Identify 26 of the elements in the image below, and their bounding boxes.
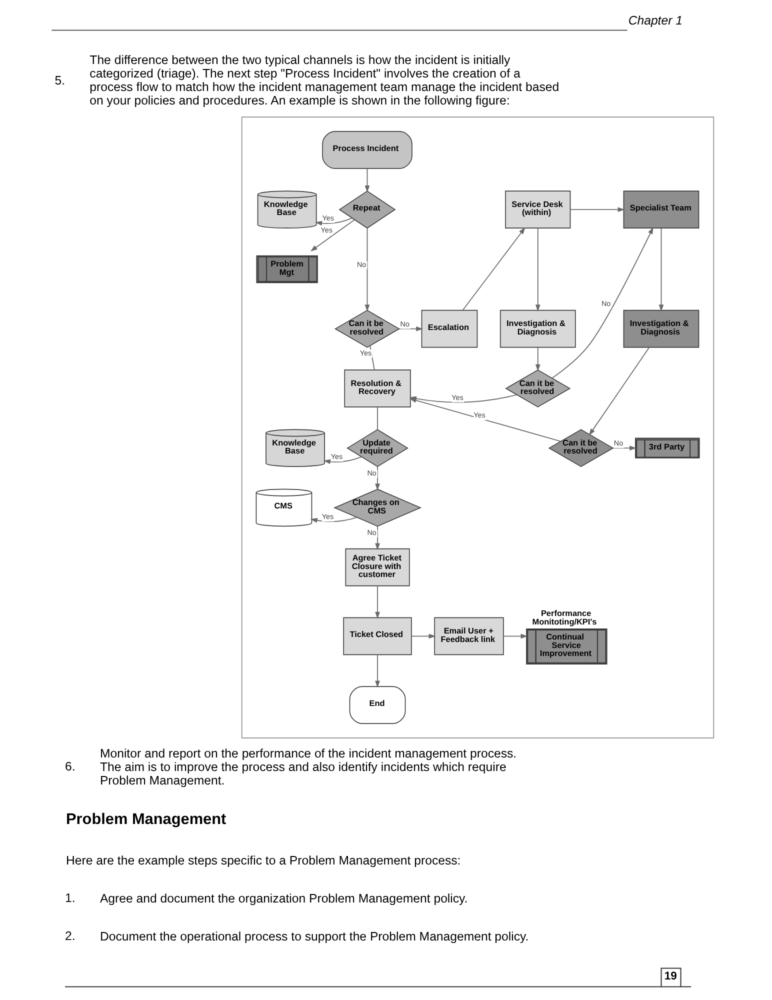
- edge-label: Yes: [322, 213, 334, 222]
- edge-label: Yes: [322, 512, 334, 521]
- edge-label: No: [614, 438, 624, 448]
- edge-label: No: [367, 528, 376, 537]
- label: 2.: [65, 928, 76, 943]
- label: Agree and document the organization Problem Management policy.: [100, 891, 468, 906]
- edge-label: No: [601, 298, 611, 308]
- edge-label: No: [367, 468, 376, 478]
- label: Document the operational process to support the Problem Management policy.: [100, 929, 529, 944]
- label: Chapter 1: [628, 13, 682, 28]
- edge-label: Yes: [320, 225, 332, 234]
- edge-label: Yes: [452, 392, 464, 402]
- edge-label: No: [400, 318, 410, 328]
- label: The difference between the two typical channels is how the incident is initially categorized (triage). The next step "Process Incident" involves the creation of a process flow to match how the incident management team manage the incident based on your policies and procedures. An example is shown in the following figure:: [90, 52, 560, 107]
- label: 6.: [65, 758, 76, 773]
- edge-label: Yes: [360, 348, 372, 357]
- node-label: Performance Monitoting/KPI's: [532, 608, 597, 626]
- label: 19: [664, 970, 677, 982]
- label: Monitor and report on the performance of the incident management process. The aim is to improve the process and also identify incidents which require Problem Management.: [100, 746, 517, 787]
- edge-label: Yes: [474, 410, 486, 420]
- edge-label: Yes: [330, 452, 343, 461]
- label: 1.: [65, 890, 76, 905]
- label: Here are the example steps specific to a Problem Management process:: [66, 853, 461, 868]
- edge-label: No: [356, 259, 366, 268]
- label: 5.: [54, 72, 66, 87]
- label: Problem Management: [66, 810, 226, 828]
